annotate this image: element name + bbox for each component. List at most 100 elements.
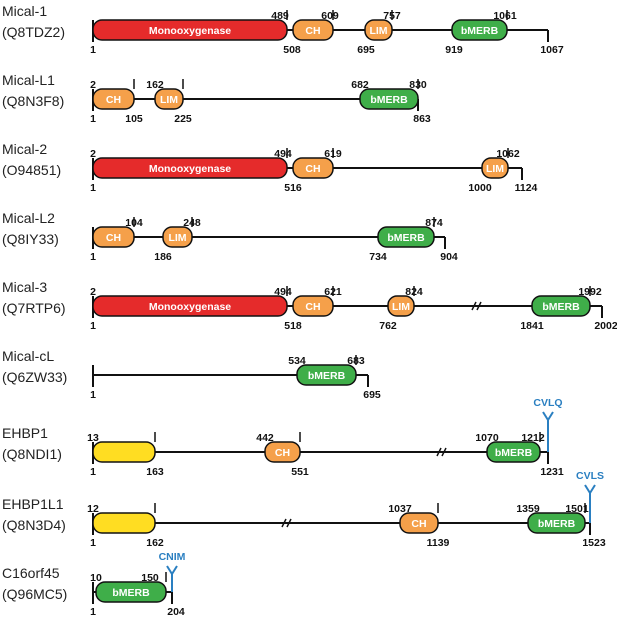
- bmerb-domain-label: bMERB: [461, 25, 499, 37]
- protein-name-c16orf45: C16orf45: [2, 565, 60, 581]
- residue-number: 225: [174, 113, 192, 125]
- bmerb-domain-label: bMERB: [370, 94, 408, 106]
- residue-number: 1212: [521, 432, 545, 444]
- length-residue-number: 1124: [515, 182, 538, 194]
- residue-number: 734: [369, 251, 387, 263]
- length-residue-number: 204: [167, 606, 185, 618]
- residue-number: 757: [383, 10, 401, 22]
- residue-number: 1000: [468, 182, 492, 194]
- residue-number: 150: [141, 572, 159, 584]
- start-residue-number: 1: [90, 251, 96, 263]
- residue-number: 1061: [493, 10, 517, 22]
- monooxygenase-domain: [92, 157, 288, 179]
- protein-name-mical-l2: Mical-L2: [2, 210, 55, 226]
- residue-number: 609: [321, 10, 339, 22]
- residue-number: 248: [183, 217, 201, 229]
- residue-number: 442: [256, 432, 274, 444]
- protein-name-ehbp1l1: EHBP1L1: [2, 496, 64, 512]
- break-mark: [286, 518, 292, 528]
- residue-number: 494: [274, 286, 292, 298]
- start-residue-number: 1: [90, 44, 96, 56]
- residue-number: 104: [125, 217, 143, 229]
- bmerb-domain-label: bMERB: [538, 518, 576, 530]
- bmerb-domain: [359, 88, 419, 110]
- residue-number: 508: [283, 44, 301, 56]
- bmerb-domain: [95, 581, 167, 603]
- monooxygenase-domain-label: Monooxygenase: [149, 25, 231, 37]
- prenylation-motif-label: CNIM: [159, 551, 186, 563]
- residue-number: 162: [146, 79, 164, 91]
- ch-domain: [92, 88, 135, 110]
- residue-number: 518: [284, 320, 302, 332]
- length-residue-number: 2002: [594, 320, 617, 332]
- start-residue-number: 1: [90, 182, 96, 194]
- lim-domain-label: LIM: [160, 94, 178, 106]
- lim-domain: [481, 157, 509, 179]
- start-residue-number: 1: [90, 389, 96, 401]
- bmerb-domain: [527, 512, 586, 534]
- ch-domain: [399, 512, 439, 534]
- residue-number: 1139: [427, 537, 450, 549]
- residue-number: 551: [291, 466, 309, 478]
- motif-fork: [166, 565, 173, 575]
- bmerb-domain: [486, 441, 541, 463]
- residue-number: 12: [87, 503, 99, 515]
- residue-number: 874: [425, 217, 443, 229]
- ch-domain-label: CH: [411, 518, 426, 530]
- protein-accession-ehbp1l1: (Q8N3D4): [2, 517, 66, 533]
- protein-name-mical-cl: Mical-cL: [2, 348, 54, 364]
- start-residue-number: 1: [90, 606, 96, 618]
- length-residue-number: 904: [440, 251, 458, 263]
- prenylation-motif-label: CVLQ: [533, 397, 562, 409]
- residue-number: 516: [284, 182, 302, 194]
- start-residue-number: 1: [90, 466, 96, 478]
- residue-number: 919: [445, 44, 463, 56]
- monooxygenase-domain-label: Monooxygenase: [149, 163, 231, 175]
- ch-domain: [292, 157, 334, 179]
- residue-number: 1037: [388, 503, 412, 515]
- motif-fork: [542, 411, 549, 421]
- residue-number: 1062: [496, 148, 520, 160]
- residue-number: 2: [90, 79, 96, 91]
- ch-domain-label: CH: [275, 447, 290, 459]
- lim-domain: [162, 226, 193, 248]
- bmerb-domain: [451, 19, 508, 41]
- residue-number: 683: [347, 355, 365, 367]
- break-mark: [471, 301, 477, 311]
- ch-domain-label: CH: [106, 232, 121, 244]
- monooxygenase-domain: [92, 19, 288, 41]
- length-residue-number: 1523: [582, 537, 606, 549]
- residue-number: 1992: [578, 286, 602, 298]
- residue-number: 494: [274, 148, 292, 160]
- bmerb-domain-label: bMERB: [495, 447, 533, 459]
- residue-number: 2: [90, 286, 96, 298]
- start-residue-number: 1: [90, 113, 96, 125]
- break-mark: [436, 447, 442, 457]
- residue-number: 1359: [516, 503, 540, 515]
- ch-domain: [264, 441, 301, 463]
- bmerb-domain-label: bMERB: [542, 301, 580, 313]
- residue-number: 162: [146, 537, 164, 549]
- motif-fork: [171, 565, 178, 575]
- ch-domain-label: CH: [305, 163, 320, 175]
- residue-number: 621: [324, 286, 342, 298]
- residue-number: 695: [357, 44, 375, 56]
- protein-accession-mical-3: (Q7RTP6): [2, 300, 66, 316]
- ch-domain: [92, 226, 135, 248]
- break-mark: [441, 447, 447, 457]
- ch-domain: [292, 295, 334, 317]
- bmerb-domain-label: bMERB: [387, 232, 425, 244]
- break-mark: [476, 301, 482, 311]
- start-residue-number: 1: [90, 320, 96, 332]
- bmerb-domain: [296, 364, 357, 386]
- protein-accession-ehbp1: (Q8NDI1): [2, 446, 62, 462]
- monooxygenase-domain: [92, 295, 288, 317]
- length-residue-number: 695: [363, 389, 381, 401]
- residue-number: 1501: [565, 503, 589, 515]
- protein-accession-c16orf45: (Q96MC5): [2, 586, 67, 602]
- residue-number: 13: [87, 432, 99, 444]
- length-residue-number: 1067: [540, 44, 564, 56]
- protein-name-ehbp1: EHBP1: [2, 425, 48, 441]
- residue-number: 105: [125, 113, 143, 125]
- residue-number: 682: [351, 79, 369, 91]
